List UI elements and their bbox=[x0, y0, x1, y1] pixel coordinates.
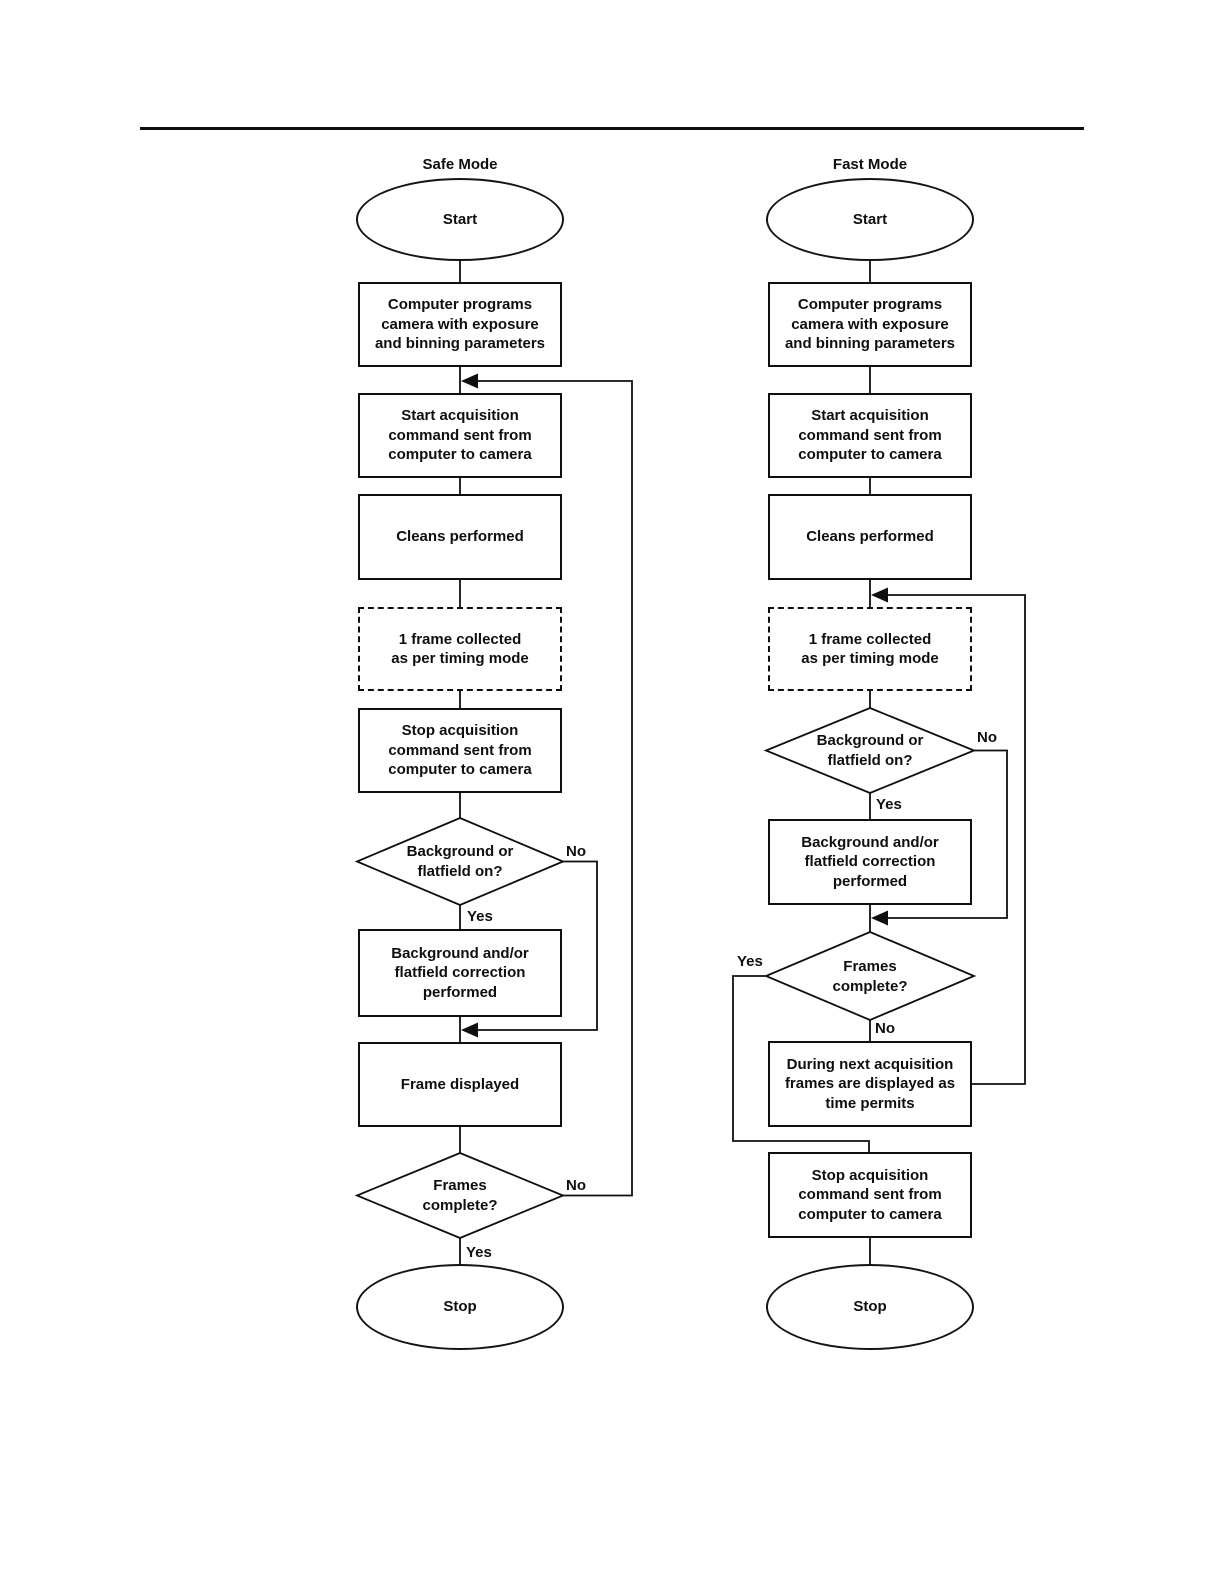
fast-during-loop bbox=[886, 594, 1026, 1085]
fast-bg-no-arrowhead-icon bbox=[871, 910, 888, 926]
fast-bg-no-label: No bbox=[977, 729, 997, 746]
fast-process-cleans-performed: Cleans performed bbox=[768, 494, 972, 580]
safe-frames-decision-label: Frames complete? bbox=[422, 1177, 498, 1214]
fast-frames-no-label: No bbox=[875, 1020, 895, 1037]
safe-bg-yes-label: Yes bbox=[467, 908, 493, 925]
safe-frames-decision-diamond bbox=[354, 1152, 566, 1239]
safe-process-program-camera: Computer programs camera with exposure a… bbox=[358, 282, 562, 367]
fast-frames-yes-label: Yes bbox=[737, 953, 763, 970]
safe-frames-no-loop bbox=[476, 380, 633, 1197]
safe-frames-no-label: No bbox=[566, 1177, 586, 1194]
fast-bg-decision-diamond bbox=[763, 707, 977, 794]
fast-stop-terminator: Stop bbox=[766, 1264, 974, 1350]
safe-mode-title: Safe Mode bbox=[422, 156, 498, 173]
safe-frames-no-arrowhead-icon bbox=[461, 373, 478, 389]
safe-process-frame-collected: 1 frame collected as per timing mode bbox=[358, 607, 562, 691]
safe-process-stop-acquisition: Stop acquisition command sent from compu… bbox=[358, 708, 562, 793]
fast-process-stop-acquisition: Stop acquisition command sent from compu… bbox=[768, 1152, 972, 1238]
fast-frames-decision-diamond bbox=[763, 931, 977, 1021]
safe-bg-no-arrowhead-icon bbox=[461, 1022, 478, 1038]
fast-bg-no-loop bbox=[886, 749, 1008, 919]
fast-process-start-acquisition: Start acquisition command sent from comp… bbox=[768, 393, 972, 478]
fast-frames-decision-label: Frames complete? bbox=[832, 958, 908, 995]
safe-frames-yes-label: Yes bbox=[466, 1244, 492, 1261]
safe-process-bg-correction: Background and/or flatfield correction p… bbox=[358, 929, 562, 1017]
fast-process-during-next-acquisition: During next acquisition frames are displ… bbox=[768, 1041, 972, 1127]
safe-bg-decision-label: Background or flatfield on? bbox=[406, 843, 514, 880]
fast-frames-yes-branch bbox=[732, 975, 870, 1153]
fast-during-loop-arrowhead-icon bbox=[871, 587, 888, 603]
safe-start-terminator: Start bbox=[356, 178, 564, 261]
fast-process-bg-correction: Background and/or flatfield correction p… bbox=[768, 819, 972, 905]
safe-stop-terminator: Stop bbox=[356, 1264, 564, 1350]
fast-process-frame-collected: 1 frame collected as per timing mode bbox=[768, 607, 972, 691]
safe-bg-no-loop bbox=[476, 860, 598, 1031]
fast-process-program-camera: Computer programs camera with exposure a… bbox=[768, 282, 972, 367]
safe-process-start-acquisition: Start acquisition command sent from comp… bbox=[358, 393, 562, 478]
safe-process-frame-displayed: Frame displayed bbox=[358, 1042, 562, 1127]
safe-bg-no-label: No bbox=[566, 843, 586, 860]
fast-start-terminator: Start bbox=[766, 178, 974, 261]
fast-bg-yes-label: Yes bbox=[876, 796, 902, 813]
safe-process-cleans-performed: Cleans performed bbox=[358, 494, 562, 580]
fast-bg-decision-label: Background or flatfield on? bbox=[816, 732, 924, 769]
page-top-rule bbox=[140, 127, 1084, 130]
safe-bg-decision-diamond bbox=[354, 817, 566, 906]
fast-mode-title: Fast Mode bbox=[832, 156, 908, 173]
